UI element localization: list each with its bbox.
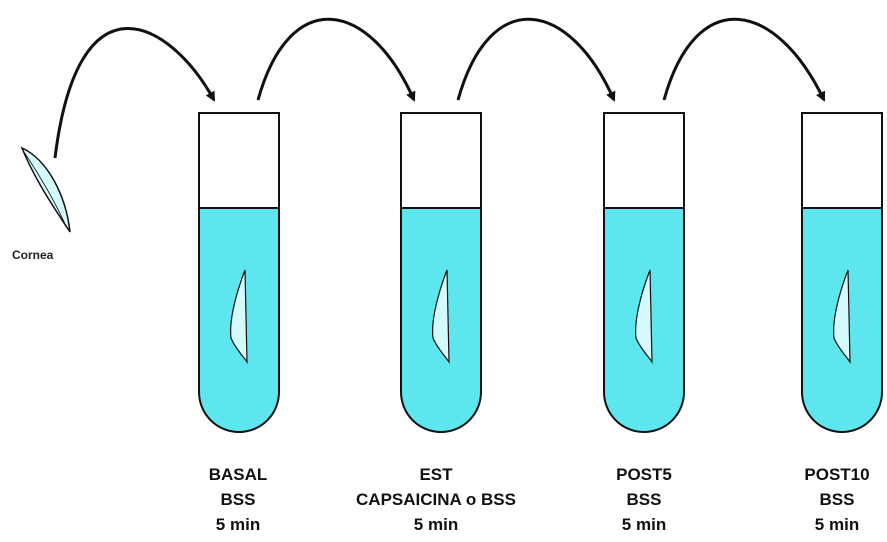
tube-basal bbox=[199, 113, 279, 432]
tube-post5-label: POST5 BSS 5 min bbox=[534, 462, 754, 537]
tube-post10-label: POST10 BSS 5 min bbox=[727, 462, 887, 537]
transfer-arrow-3 bbox=[458, 19, 614, 100]
tube-basal-duration: 5 min bbox=[128, 512, 348, 537]
tube-post10-phase: POST10 bbox=[727, 462, 887, 487]
tube-est-duration: 5 min bbox=[326, 512, 546, 537]
tube-post5-solution: BSS bbox=[534, 487, 754, 512]
transfer-arrow-4 bbox=[664, 19, 824, 100]
tube-post10 bbox=[802, 113, 882, 432]
tube-est-phase: EST bbox=[326, 462, 546, 487]
tube-est bbox=[401, 113, 481, 432]
transfer-arrow-1 bbox=[55, 28, 214, 158]
cornea-icon bbox=[22, 148, 70, 232]
tube-post5-duration: 5 min bbox=[534, 512, 754, 537]
tube-basal-label: BASAL BSS 5 min bbox=[128, 462, 348, 537]
transfer-arrow-2 bbox=[258, 19, 414, 100]
tube-basal-phase: BASAL bbox=[128, 462, 348, 487]
tube-post5 bbox=[604, 113, 684, 432]
tube-post5-phase: POST5 bbox=[534, 462, 754, 487]
tube-est-label: EST CAPSAICINA o BSS 5 min bbox=[326, 462, 546, 537]
cornea-label: Cornea bbox=[12, 248, 53, 262]
tube-post10-solution: BSS bbox=[727, 487, 887, 512]
tube-post10-duration: 5 min bbox=[727, 512, 887, 537]
tube-est-solution: CAPSAICINA o BSS bbox=[326, 487, 546, 512]
tube-basal-solution: BSS bbox=[128, 487, 348, 512]
